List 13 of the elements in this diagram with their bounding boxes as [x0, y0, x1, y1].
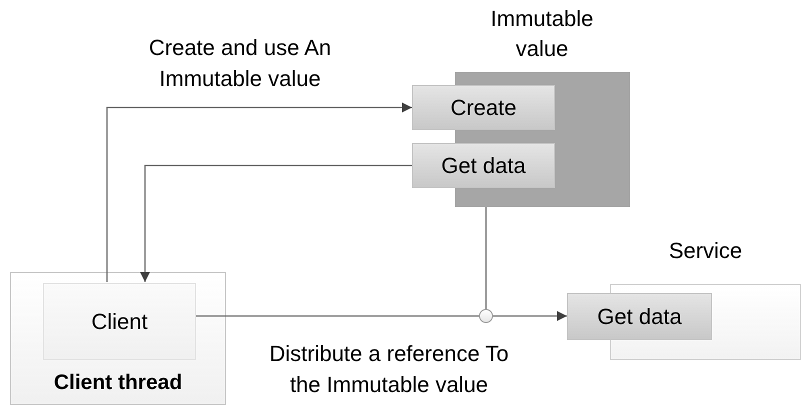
- edge-label: Distribute a reference To the Immutable value: [268, 340, 510, 399]
- method-box: Create: [412, 85, 555, 130]
- method-box: Get data: [412, 143, 555, 188]
- group-heading: Service: [668, 237, 744, 265]
- panel-title: Client thread: [52, 370, 184, 396]
- method-box: Get data: [567, 293, 712, 340]
- connector-arrow: [493, 311, 567, 321]
- group-heading: Immutable value: [490, 5, 594, 63]
- edge-label: Create and use An Immutable value: [148, 34, 332, 93]
- connector-arrow: [140, 164, 412, 282]
- process-box: Client: [43, 283, 196, 360]
- connector-arrow: [106, 102, 412, 282]
- thread-panel: [10, 272, 226, 405]
